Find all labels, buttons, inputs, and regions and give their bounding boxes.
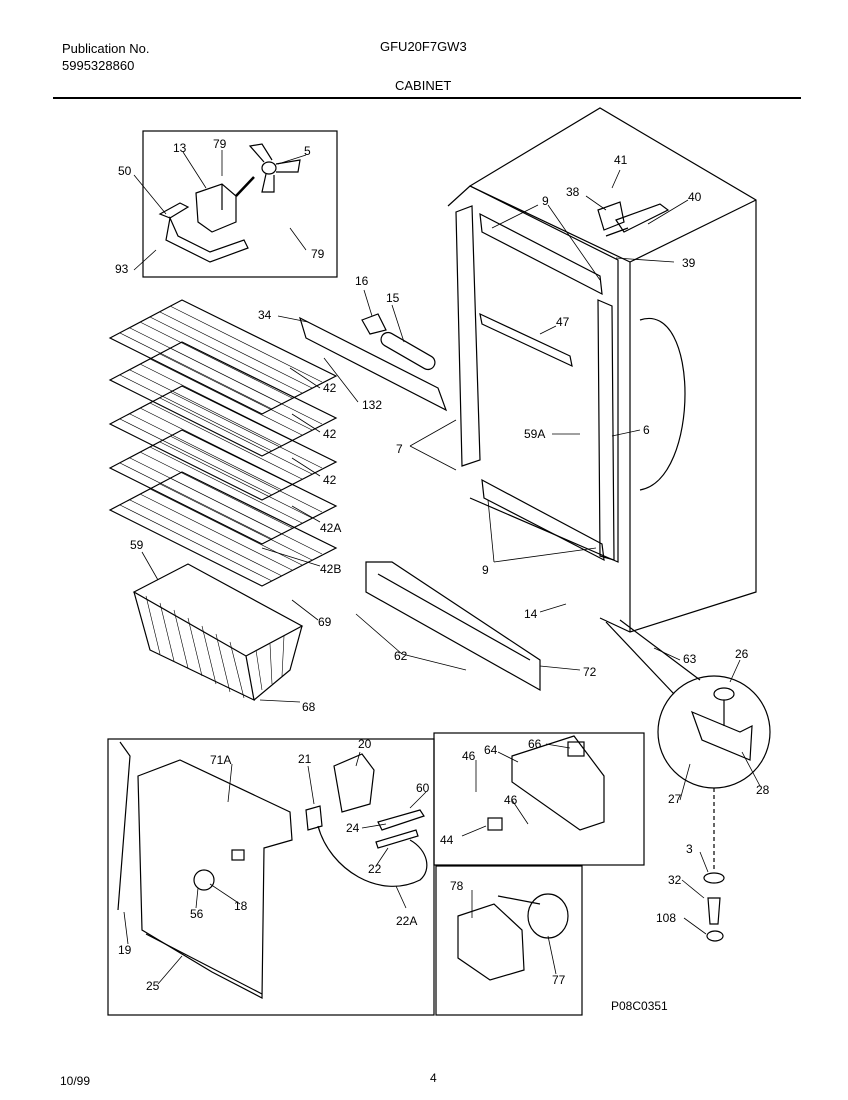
section-title: CABINET	[395, 78, 452, 93]
callout-28: 28	[756, 783, 770, 797]
fan-bracket	[158, 202, 249, 263]
callout-93: 93	[115, 262, 129, 276]
callout-39: 39	[682, 256, 696, 270]
callout-59: 59	[130, 538, 144, 552]
callout-34: 34	[258, 308, 272, 322]
fan-cover	[305, 753, 428, 887]
header-rule	[53, 97, 801, 99]
callout-132: 132	[362, 398, 382, 412]
page-number: 4	[430, 1071, 437, 1085]
inset-panel-motor	[435, 865, 583, 1016]
callout-77: 77	[552, 973, 566, 987]
callout-32: 32	[668, 873, 682, 887]
publication-number: 5995328860	[62, 58, 135, 73]
inset-panel-control	[433, 732, 645, 866]
leveling-leg	[703, 872, 725, 942]
callout-72: 72	[583, 665, 597, 679]
callout-60: 60	[416, 781, 430, 795]
callout-24: 24	[346, 821, 360, 835]
evaporator-tube	[299, 313, 448, 412]
callout-26: 26	[735, 647, 749, 661]
callout-42A: 42A	[320, 521, 341, 535]
callout-41: 41	[614, 153, 628, 167]
callout-42: 42	[323, 473, 337, 487]
callout-50: 50	[118, 164, 132, 178]
door-gasket-frame	[455, 205, 615, 562]
shelf-rail	[479, 312, 573, 368]
callout-22A: 22A	[396, 914, 417, 928]
callout-25: 25	[146, 979, 160, 993]
callout-46: 46	[504, 793, 518, 807]
callout-79: 79	[311, 247, 325, 261]
top-hinge	[597, 201, 670, 237]
callout-63: 63	[683, 652, 697, 666]
callout-19: 19	[118, 943, 132, 957]
wire-shelves	[108, 299, 338, 587]
footer-date: 10/99	[60, 1074, 90, 1088]
callout-69: 69	[318, 615, 332, 629]
fan-blade	[248, 143, 301, 193]
callout-59A: 59A	[524, 427, 545, 441]
callout-13: 13	[173, 141, 187, 155]
callout-9: 9	[542, 194, 549, 208]
callout-42: 42	[323, 427, 337, 441]
callout-64: 64	[484, 743, 498, 757]
figure-code: P08C0351	[611, 999, 668, 1013]
callout-40: 40	[688, 190, 702, 204]
callout-16: 16	[355, 274, 369, 288]
callout-68: 68	[302, 700, 316, 714]
callout-6: 6	[643, 423, 650, 437]
cabinet-body	[447, 107, 757, 633]
kick-plate	[365, 561, 541, 692]
callout-44: 44	[440, 833, 454, 847]
shelf-wires	[119, 305, 323, 582]
callout-66: 66	[528, 737, 542, 751]
callout-62: 62	[394, 649, 408, 663]
callout-56: 56	[190, 907, 204, 921]
callout-20: 20	[358, 737, 372, 751]
callout-9: 9	[482, 563, 489, 577]
callout-5: 5	[304, 144, 311, 158]
fan-motor	[195, 176, 255, 233]
drain-panel	[117, 741, 293, 999]
bottom-hinge	[690, 687, 753, 761]
callout-27: 27	[668, 792, 682, 806]
callout-3: 3	[686, 842, 693, 856]
callout-71A: 71A	[210, 753, 231, 767]
inset-panel-drain	[107, 738, 435, 1016]
leader-lines	[123, 150, 761, 985]
callout-21: 21	[298, 752, 312, 766]
callout-108: 108	[656, 911, 676, 925]
model-number: GFU20F7GW3	[380, 39, 467, 54]
callout-47: 47	[556, 315, 570, 329]
callout-22: 22	[368, 862, 382, 876]
fan-motor-inset-frame	[142, 130, 338, 278]
wire-basket	[132, 563, 304, 702]
callout-14: 14	[524, 607, 538, 621]
publication-label: Publication No.	[62, 41, 150, 56]
motor-assembly	[457, 893, 569, 981]
callout-38: 38	[566, 185, 580, 199]
callout-78: 78	[450, 879, 464, 893]
callout-79: 79	[213, 137, 227, 151]
callout-42B: 42B	[320, 562, 341, 576]
callout-7: 7	[396, 442, 403, 456]
control-assembly	[487, 735, 605, 831]
callout-42: 42	[323, 381, 337, 395]
callout-46: 46	[462, 749, 476, 763]
callout-15: 15	[386, 291, 400, 305]
callout-18: 18	[234, 899, 248, 913]
